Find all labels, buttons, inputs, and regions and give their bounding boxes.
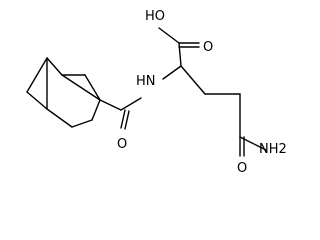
amide-oxygen-label: O [117,137,127,152]
chemical-structure: HO O HN O O NH2 [26,9,287,176]
bond [26,57,48,93]
side-chain [99,27,267,157]
bond [26,91,48,110]
carboxyl-oxygen-label: O [203,40,213,55]
bond [158,27,180,44]
bond [120,109,126,129]
bond [124,110,130,130]
bond [46,108,73,128]
bond [84,74,101,101]
amide-nitrogen-label: NH2 [259,142,287,157]
norbornane-ring [26,57,101,128]
hydroxyl-label: HO [145,9,165,24]
bond [71,119,93,128]
bond [180,65,206,95]
bond [46,57,63,76]
terminal-oxygen-label: O [237,161,247,176]
amine-label: HN [136,74,156,89]
bond [99,99,122,111]
bond [120,97,142,111]
bond [91,99,101,121]
bond [61,74,101,101]
bond [162,65,182,80]
